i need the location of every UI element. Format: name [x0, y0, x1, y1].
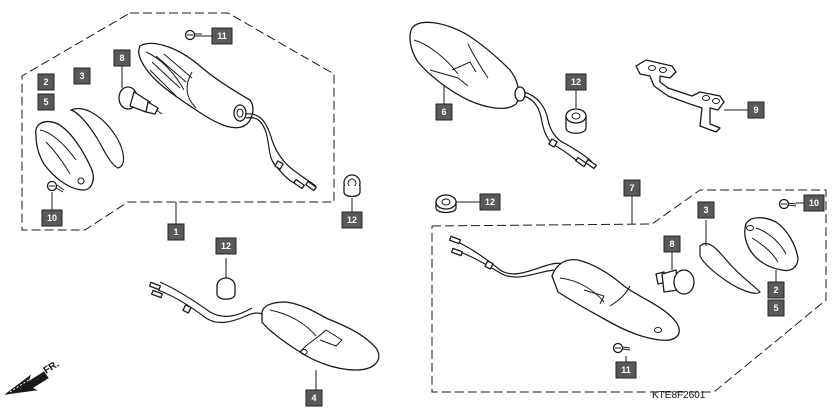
svg-text:11: 11 [621, 365, 631, 375]
callout-5: 5 [767, 299, 785, 317]
callout-10: 10 [803, 194, 825, 212]
svg-text:11: 11 [217, 31, 227, 41]
callout-11: 11 [211, 27, 233, 45]
gasket-part [69, 108, 125, 169]
svg-text:2: 2 [773, 285, 778, 295]
callout-12: 12 [565, 73, 587, 91]
bulb-part [655, 269, 695, 295]
screw-part [184, 29, 202, 41]
callout-12: 12 [479, 193, 501, 211]
callout-1: 1 [167, 223, 185, 241]
svg-text:5: 5 [773, 303, 778, 313]
callout-12: 12 [215, 237, 237, 255]
winker-housing-top-left [138, 42, 317, 192]
callout-3: 3 [697, 201, 715, 219]
callout-10: 10 [41, 209, 63, 227]
assembly-outline-7 [431, 189, 827, 393]
nut-part [565, 108, 587, 134]
front-arrow-icon [4, 371, 49, 395]
lens-part [35, 120, 94, 191]
callout-8: 8 [113, 49, 131, 67]
winker-housing-bottom [148, 281, 380, 371]
callout-12: 12 [341, 211, 363, 229]
svg-text:1: 1 [173, 227, 178, 237]
winker-housing-bottom-right [448, 235, 680, 341]
svg-text:2: 2 [43, 77, 48, 87]
svg-text:12: 12 [571, 77, 581, 87]
winker-housing-top-right [409, 21, 597, 170]
callout-9: 9 [747, 101, 765, 119]
svg-text:10: 10 [47, 213, 57, 223]
svg-text:6: 6 [441, 107, 446, 117]
lens-part [744, 217, 799, 272]
callout-11: 11 [615, 361, 637, 379]
svg-text:12: 12 [485, 197, 495, 207]
svg-text:9: 9 [753, 105, 758, 115]
screw-part [612, 342, 631, 354]
callout-2: 2 [37, 73, 55, 91]
assembly-outline-1 [21, 12, 335, 231]
svg-text:4: 4 [311, 393, 316, 403]
nut-part [435, 194, 457, 214]
svg-text:12: 12 [347, 215, 357, 225]
callout-6: 6 [435, 103, 453, 121]
svg-text:3: 3 [79, 71, 84, 81]
callout-8: 8 [663, 235, 681, 253]
bulb-part [118, 86, 163, 115]
svg-text:8: 8 [119, 53, 124, 63]
svg-text:3: 3 [703, 205, 708, 215]
screw-part [778, 198, 797, 210]
callout-2: 2 [767, 281, 785, 299]
callout-7: 7 [623, 179, 641, 197]
callout-4: 4 [305, 389, 323, 407]
nut-part [216, 277, 236, 300]
svg-text:8: 8 [669, 239, 674, 249]
drawing-code: KTE8F2601 [652, 390, 706, 401]
bracket-part [635, 59, 748, 133]
callout-3: 3 [73, 67, 91, 85]
svg-text:5: 5 [43, 97, 48, 107]
svg-text:12: 12 [221, 241, 231, 251]
screw-part [46, 180, 65, 193]
nut-part [343, 174, 361, 198]
svg-text:10: 10 [809, 198, 819, 208]
gasket-part [699, 242, 761, 294]
svg-text:7: 7 [629, 183, 634, 193]
leader-lines [51, 35, 804, 390]
callout-5: 5 [37, 93, 55, 111]
